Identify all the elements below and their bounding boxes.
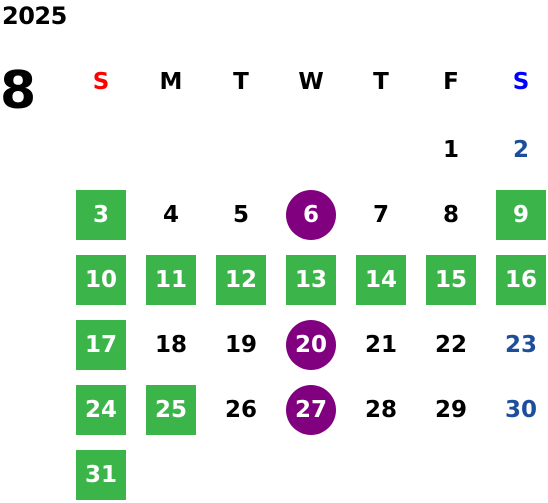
day-cell[interactable]: 13 (286, 255, 336, 305)
day-cell[interactable]: 9 (496, 190, 546, 240)
weekday-header: S (92, 69, 110, 95)
weekday-header: W (298, 69, 324, 95)
day-cell[interactable]: 8 (442, 202, 459, 228)
day-cell[interactable]: 18 (154, 332, 187, 358)
day-cell[interactable]: 24 (76, 385, 126, 435)
day-cell[interactable]: 30 (504, 397, 537, 423)
day-cell[interactable]: 5 (232, 202, 249, 228)
day-cell[interactable]: 12 (216, 255, 266, 305)
day-cell[interactable]: 19 (224, 332, 257, 358)
day-cell[interactable]: 14 (356, 255, 406, 305)
day-cell[interactable]: 7 (372, 202, 389, 228)
year-label: 2025 (2, 2, 67, 30)
day-cell[interactable]: 23 (504, 332, 537, 358)
day-cell[interactable]: 1 (442, 137, 459, 163)
day-cell[interactable]: 2 (512, 137, 529, 163)
day-cell[interactable]: 25 (146, 385, 196, 435)
day-cell[interactable]: 20 (286, 320, 336, 370)
day-cell[interactable]: 11 (146, 255, 196, 305)
day-cell[interactable]: 29 (434, 397, 467, 423)
day-cell[interactable]: 28 (364, 397, 397, 423)
weekday-header: T (373, 69, 389, 95)
day-cell[interactable]: 16 (496, 255, 546, 305)
weekday-header: T (233, 69, 249, 95)
day-cell[interactable]: 15 (426, 255, 476, 305)
day-cell[interactable]: 4 (162, 202, 179, 228)
day-cell[interactable]: 6 (286, 190, 336, 240)
day-cell[interactable]: 31 (76, 450, 126, 500)
day-cell[interactable]: 27 (286, 385, 336, 435)
day-cell[interactable]: 10 (76, 255, 126, 305)
day-cell[interactable]: 26 (224, 397, 257, 423)
day-cell[interactable]: 3 (76, 190, 126, 240)
weekday-header: M (159, 69, 183, 95)
day-cell[interactable]: 21 (364, 332, 397, 358)
weekday-header: S (512, 69, 530, 95)
day-cell[interactable]: 22 (434, 332, 467, 358)
month-number: 8 (0, 61, 37, 121)
day-cell[interactable]: 17 (76, 320, 126, 370)
weekday-header: F (443, 69, 459, 95)
